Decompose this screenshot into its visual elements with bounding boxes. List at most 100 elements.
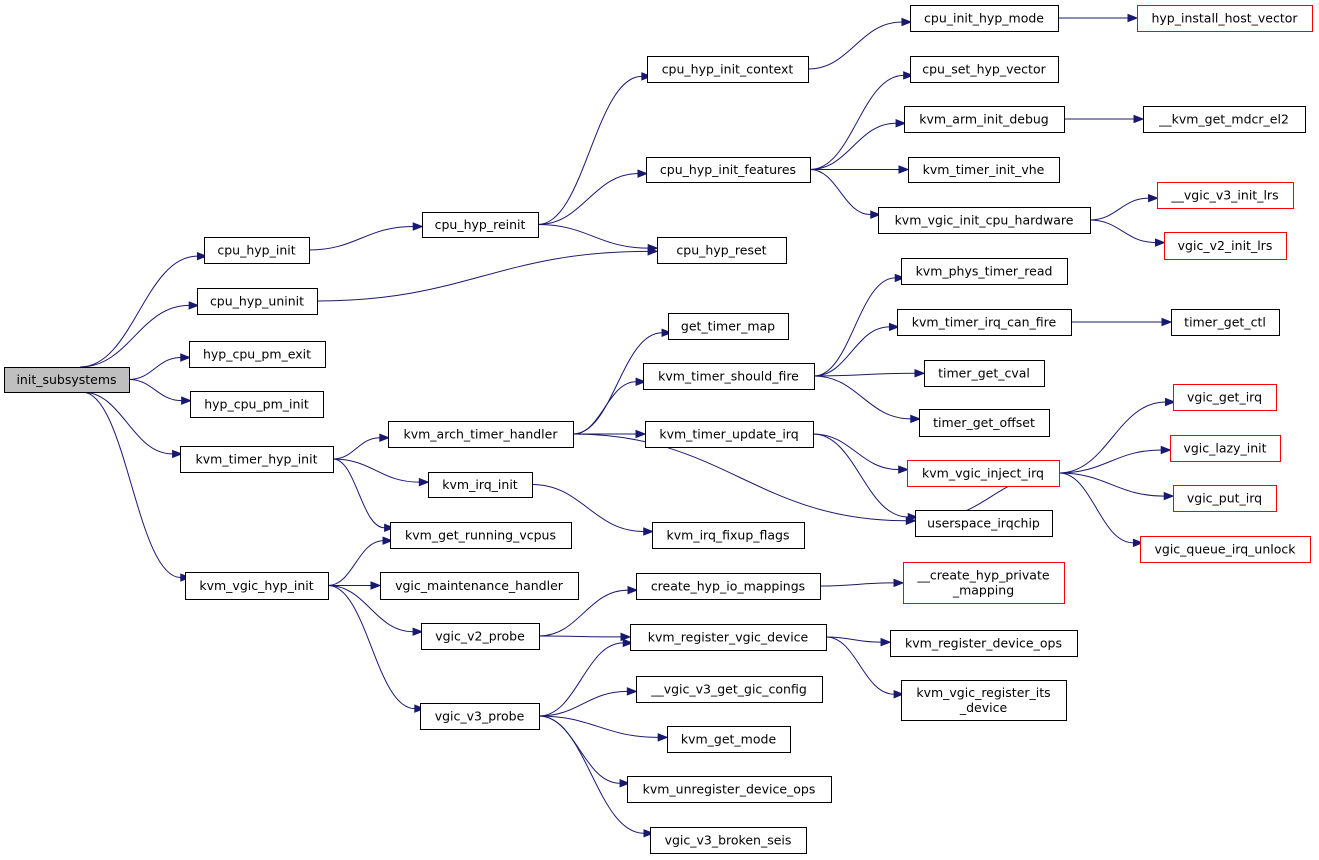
node-box[interactable] <box>645 421 814 448</box>
node-kvm-timer-hyp-init[interactable]: kvm_timer_hyp_init <box>180 446 334 473</box>
node-timer-get-offset[interactable]: timer_get_offset <box>919 409 1050 437</box>
node-kvm-vgic-hyp-init[interactable]: kvm_vgic_hyp_init <box>185 572 329 600</box>
node-cpu-init-hyp-mode[interactable]: cpu_init_hyp_mode <box>910 5 1059 32</box>
node-box[interactable] <box>1137 5 1313 32</box>
node-box[interactable] <box>643 363 815 390</box>
node-cpu-hyp-reset[interactable]: cpu_hyp_reset <box>657 237 787 264</box>
node-kvm-irq-init[interactable]: kvm_irq_init <box>428 472 533 498</box>
node-vgic-maintenance-handler[interactable]: vgic_maintenance_handler <box>380 572 579 600</box>
node-timer-get-ctl[interactable]: timer_get_ctl <box>1171 309 1280 336</box>
node-kvm-arch-timer-handler[interactable]: kvm_arch_timer_handler <box>388 421 574 448</box>
node-box[interactable] <box>646 157 811 183</box>
node-kvm-timer-should-fire[interactable]: kvm_timer_should_fire <box>643 363 815 390</box>
node-box[interactable] <box>204 237 310 264</box>
node-cpu-hyp-reinit[interactable]: cpu_hyp_reinit <box>422 212 539 238</box>
node-box[interactable] <box>190 391 324 418</box>
node-kvm-phys-timer-read[interactable]: kvm_phys_timer_read <box>901 258 1068 285</box>
node-box[interactable] <box>388 421 574 448</box>
node-box[interactable] <box>904 106 1065 133</box>
node-box[interactable] <box>627 776 832 803</box>
node-box[interactable] <box>652 522 805 549</box>
node-get-timer-map[interactable]: get_timer_map <box>668 313 789 340</box>
node-cpu-hyp-init-context[interactable]: cpu_hyp_init_context <box>647 56 809 83</box>
node-box[interactable] <box>910 56 1059 83</box>
node-box[interactable] <box>636 676 823 703</box>
node-box[interactable] <box>919 409 1050 437</box>
node-timer-get-cval[interactable]: timer_get_cval <box>924 360 1045 387</box>
node-kvm-register-device-ops[interactable]: kvm_register_device_ops <box>890 630 1078 657</box>
node-box[interactable] <box>901 258 1068 285</box>
node-box[interactable] <box>180 446 334 473</box>
node-cpu-set-hyp-vector[interactable]: cpu_set_hyp_vector <box>910 56 1059 83</box>
node-box[interactable] <box>878 207 1091 234</box>
node-vgic-v3-broken-seis[interactable]: vgic_v3_broken_seis <box>650 827 807 854</box>
node-box[interactable] <box>907 460 1060 487</box>
node-box[interactable] <box>197 288 318 315</box>
node-box[interactable] <box>890 630 1078 657</box>
node-kvm-get-mdcr-el2[interactable]: __kvm_get_mdcr_el2 <box>1143 106 1306 133</box>
node-kvm-vgic-inject-irq[interactable]: kvm_vgic_inject_irq <box>907 460 1060 487</box>
node-box[interactable] <box>668 313 789 340</box>
node-vgic-v3-probe[interactable]: vgic_v3_probe <box>420 703 540 730</box>
node-box[interactable] <box>422 212 539 238</box>
node-box[interactable] <box>420 703 540 730</box>
node-box[interactable] <box>897 309 1072 336</box>
node-box[interactable] <box>650 827 807 854</box>
node-box[interactable] <box>1173 384 1277 411</box>
node-box[interactable] <box>1143 106 1306 133</box>
node-vgic-get-irq[interactable]: vgic_get_irq <box>1173 384 1277 411</box>
node-box[interactable] <box>1171 309 1280 336</box>
node-cpu-hyp-init-features[interactable]: cpu_hyp_init_features <box>646 157 811 183</box>
node-box[interactable] <box>924 360 1045 387</box>
node-kvm-vgic-init-cpu-hardware[interactable]: kvm_vgic_init_cpu_hardware <box>878 207 1091 234</box>
node-box[interactable] <box>189 341 326 368</box>
node-box[interactable] <box>903 562 1065 604</box>
node-box[interactable] <box>636 573 821 600</box>
node-box[interactable] <box>380 572 579 600</box>
node-box[interactable] <box>908 157 1060 183</box>
node-init-subsystems[interactable]: init_subsystems <box>4 367 130 393</box>
node-box[interactable] <box>1170 435 1281 462</box>
node-vgic-v3-get-gic-config[interactable]: __vgic_v3_get_gic_config <box>636 676 823 703</box>
node-box[interactable] <box>647 56 809 83</box>
node-vgic-queue-irq-unlock[interactable]: vgic_queue_irq_unlock <box>1140 536 1311 563</box>
node-kvm-register-vgic-device[interactable]: kvm_register_vgic_device <box>630 624 827 651</box>
node-cpu-hyp-init[interactable]: cpu_hyp_init <box>204 237 310 264</box>
node-box[interactable] <box>901 680 1067 721</box>
node-vgic-v2-probe[interactable]: vgic_v2_probe <box>421 623 540 650</box>
node-hyp-cpu-pm-init[interactable]: hyp_cpu_pm_init <box>190 391 324 418</box>
node-box[interactable] <box>4 367 130 393</box>
node-box[interactable] <box>390 522 572 549</box>
node-vgic-lazy-init[interactable]: vgic_lazy_init <box>1170 435 1281 462</box>
node-kvm-timer-init-vhe[interactable]: kvm_timer_init_vhe <box>908 157 1060 183</box>
node-box[interactable] <box>657 237 787 264</box>
node-box[interactable] <box>185 572 329 600</box>
node-kvm-get-mode[interactable]: kvm_get_mode <box>667 726 791 753</box>
node-create-hyp-private-mapping[interactable]: __create_hyp_private_mapping <box>903 562 1065 604</box>
node-kvm-unregister-device-ops[interactable]: kvm_unregister_device_ops <box>627 776 832 803</box>
node-kvm-arm-init-debug[interactable]: kvm_arm_init_debug <box>904 106 1065 133</box>
node-kvm-vgic-register-its-device[interactable]: kvm_vgic_register_its_device <box>901 680 1067 721</box>
node-hyp-cpu-pm-exit[interactable]: hyp_cpu_pm_exit <box>189 341 326 368</box>
node-box[interactable] <box>910 5 1059 32</box>
node-box[interactable] <box>428 472 533 498</box>
node-vgic-put-irq[interactable]: vgic_put_irq <box>1173 485 1277 512</box>
node-kvm-irq-fixup-flags[interactable]: kvm_irq_fixup_flags <box>652 522 805 549</box>
node-kvm-timer-irq-can-fire[interactable]: kvm_timer_irq_can_fire <box>897 309 1072 336</box>
node-box[interactable] <box>915 510 1053 537</box>
node-vgic-v3-init-lrs[interactable]: __vgic_v3_init_lrs <box>1157 182 1294 209</box>
node-box[interactable] <box>1140 536 1311 563</box>
node-kvm-get-running-vcpus[interactable]: kvm_get_running_vcpus <box>390 522 572 549</box>
node-create-hyp-io-mappings[interactable]: create_hyp_io_mappings <box>636 573 821 600</box>
node-box[interactable] <box>1173 485 1277 512</box>
node-hyp-install-host-vector[interactable]: hyp_install_host_vector <box>1137 5 1313 32</box>
node-kvm-timer-update-irq[interactable]: kvm_timer_update_irq <box>645 421 814 448</box>
node-userspace-irqchip[interactable]: userspace_irqchip <box>915 510 1053 537</box>
node-vgic-v2-init-lrs[interactable]: vgic_v2_init_lrs <box>1164 232 1287 260</box>
node-box[interactable] <box>667 726 791 753</box>
node-box[interactable] <box>1164 232 1287 260</box>
node-box[interactable] <box>630 624 827 651</box>
node-box[interactable] <box>1157 182 1294 209</box>
node-cpu-hyp-uninit[interactable]: cpu_hyp_uninit <box>197 288 318 315</box>
node-box[interactable] <box>421 623 540 650</box>
